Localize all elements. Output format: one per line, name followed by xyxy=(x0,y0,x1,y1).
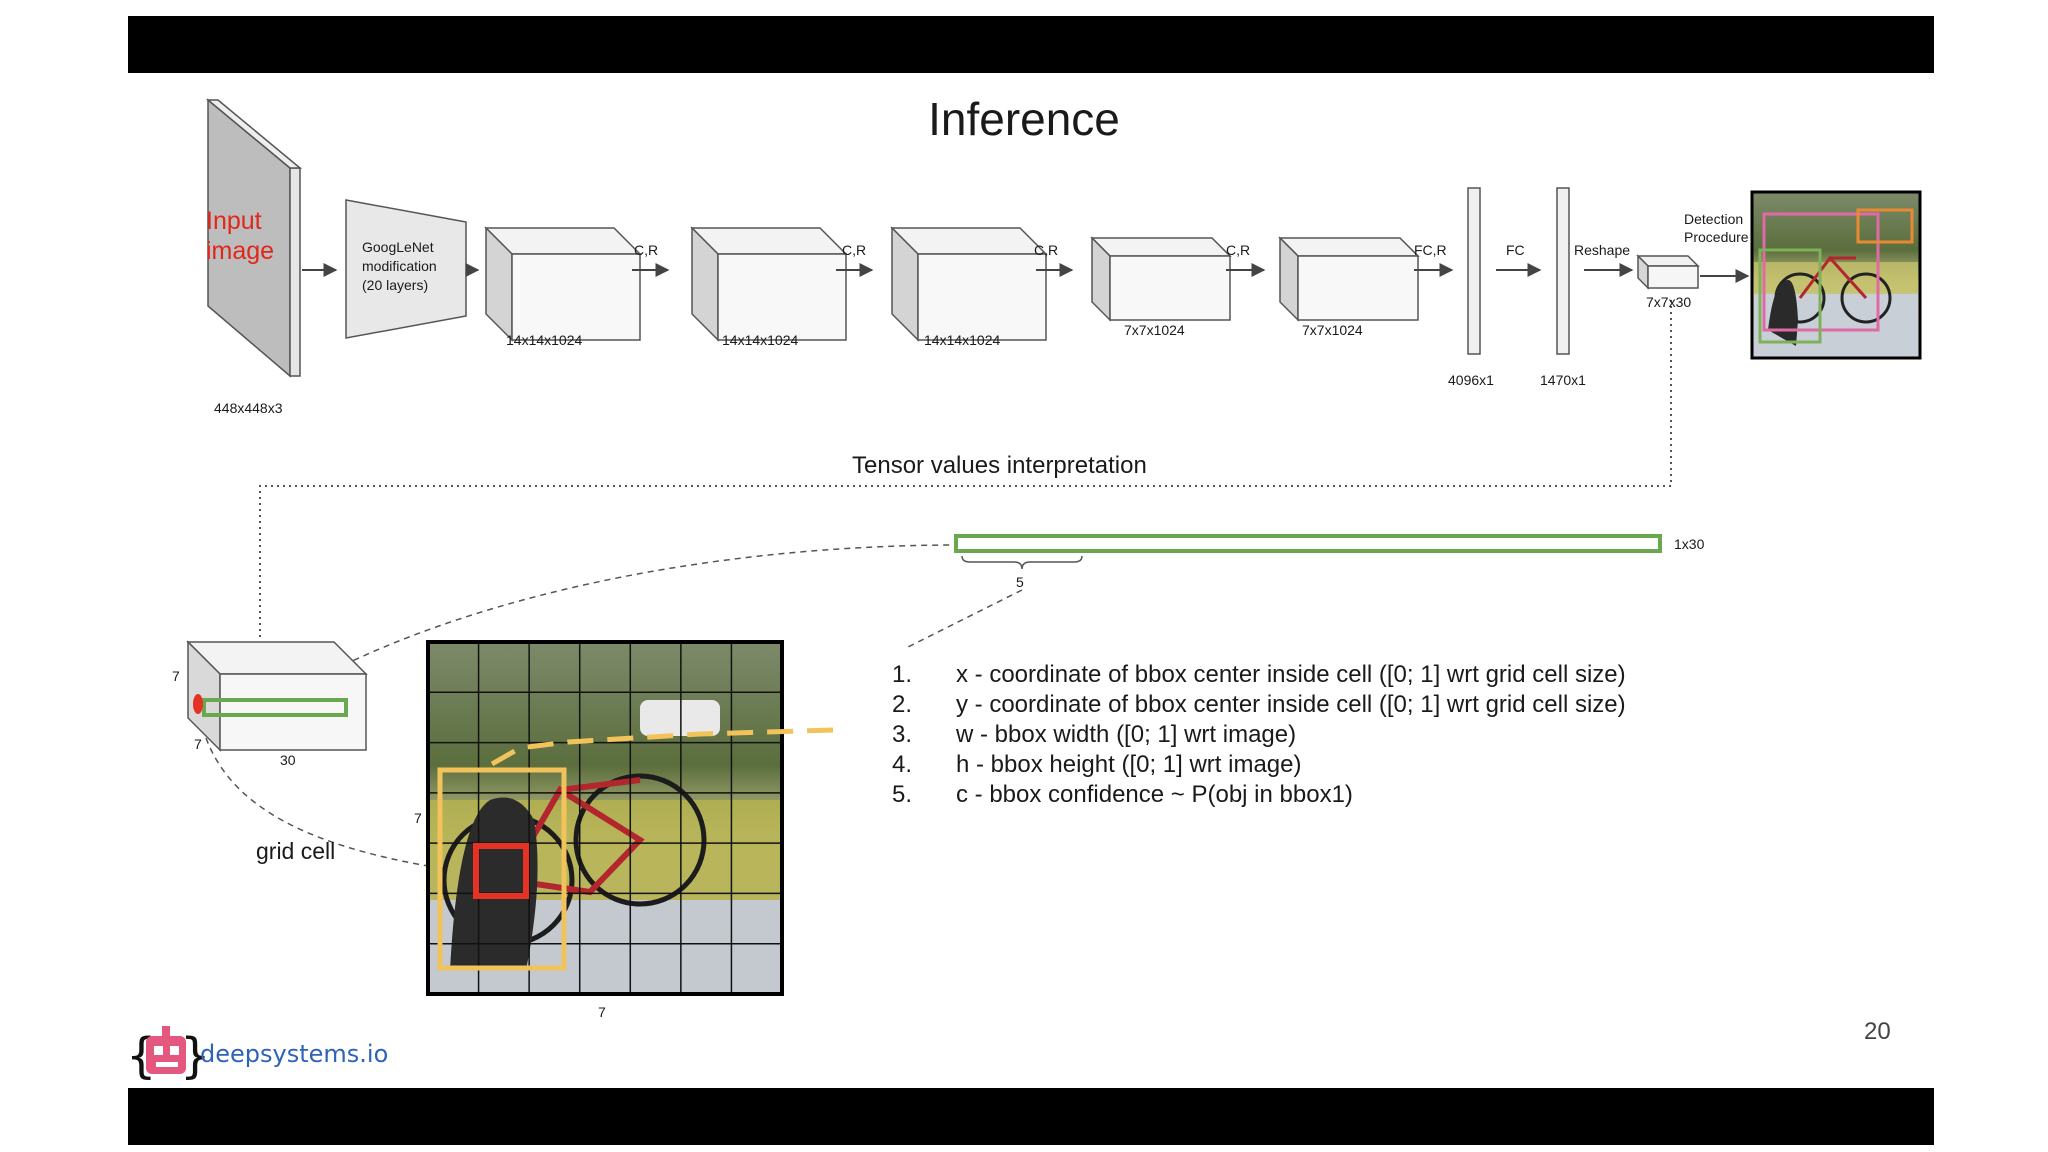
detection-result-image xyxy=(1750,190,1922,360)
conv-block-3 xyxy=(890,226,1048,342)
googlenet-block xyxy=(345,199,467,339)
cube-depth-label: 7 xyxy=(194,736,202,752)
vector-1x30-label: 1x30 xyxy=(1674,536,1705,552)
list-item: 3.w - bbox width ([0; 1] wrt image) xyxy=(892,721,1297,748)
step-label-5: FC,R xyxy=(1414,242,1447,258)
block-dim-5: 7x7x1024 xyxy=(1302,322,1363,338)
deepsystems-logo-icon: { } xyxy=(126,1026,211,1084)
block-dim-1: 14x14x1024 xyxy=(506,332,583,348)
list-item: 1.x - coordinate of bbox center inside c… xyxy=(892,661,1626,688)
image-width-label: 7 xyxy=(598,1004,606,1020)
interpretation-connector xyxy=(259,300,1672,640)
step-label-fc: FC xyxy=(1506,242,1525,258)
brace-5-label: 5 xyxy=(1016,574,1024,590)
image-height-label: 7 xyxy=(414,810,422,826)
conv-block-2 xyxy=(690,226,848,342)
top-black-bar xyxy=(128,16,1934,73)
fc-layer-1470 xyxy=(1556,187,1570,355)
detection-procedure-label: Detection Procedure xyxy=(1684,211,1749,245)
slide-title: Inference xyxy=(928,93,1120,145)
tensor-values-list: 1.x - coordinate of bbox center inside c… xyxy=(892,660,1626,810)
googlenet-label: GoogLeNet modification (20 layers) xyxy=(362,239,437,293)
step-label-1: C,R xyxy=(634,242,659,258)
list-item: 2.y - coordinate of bbox center inside c… xyxy=(892,691,1626,718)
input-image-label: Input image xyxy=(206,207,275,265)
list-item: 4.h - bbox height ([0; 1] wrt image) xyxy=(892,751,1302,778)
block-dim-4: 7x7x1024 xyxy=(1124,322,1185,338)
conv-block-1 xyxy=(484,226,642,342)
step-label-3: C,R xyxy=(1034,242,1059,258)
grid-cell-label: grid cell xyxy=(256,838,336,864)
bottom-black-bar xyxy=(128,1088,1934,1145)
input-dim-label: 448x448x3 xyxy=(214,400,283,416)
list-item: 5.c - bbox confidence ~ P(obj in bbox1) xyxy=(892,781,1353,808)
page-number: 20 xyxy=(1864,1018,1891,1045)
tensor-interpretation-title: Tensor values interpretation xyxy=(852,452,1147,479)
step-label-reshape: Reshape xyxy=(1574,242,1631,258)
fc-dim-4096: 4096x1 xyxy=(1448,372,1494,388)
grid-image xyxy=(426,640,835,996)
step-label-4: C,R xyxy=(1226,242,1251,258)
block-dim-2: 14x14x1024 xyxy=(722,332,799,348)
brand-link[interactable]: deepsystems.io xyxy=(200,1040,389,1068)
brace-5 xyxy=(961,555,1083,570)
output-tensor-cube xyxy=(186,640,368,752)
output-dim-label: 7x7x30 xyxy=(1646,294,1692,310)
fc-layer-4096 xyxy=(1467,187,1481,355)
output-tensor xyxy=(1636,254,1700,290)
cube-height-label: 7 xyxy=(172,668,180,684)
block-dim-3: 14x14x1024 xyxy=(924,332,1001,348)
cube-width-label: 30 xyxy=(280,752,296,768)
input-image-layer xyxy=(205,98,303,378)
conv-block-4 xyxy=(1090,236,1232,322)
conv-block-5 xyxy=(1278,236,1420,322)
vector-1x30 xyxy=(954,534,1662,553)
fc-dim-1470: 1470x1 xyxy=(1540,372,1586,388)
step-label-2: C,R xyxy=(842,242,867,258)
svg-text:}: } xyxy=(180,1028,211,1084)
